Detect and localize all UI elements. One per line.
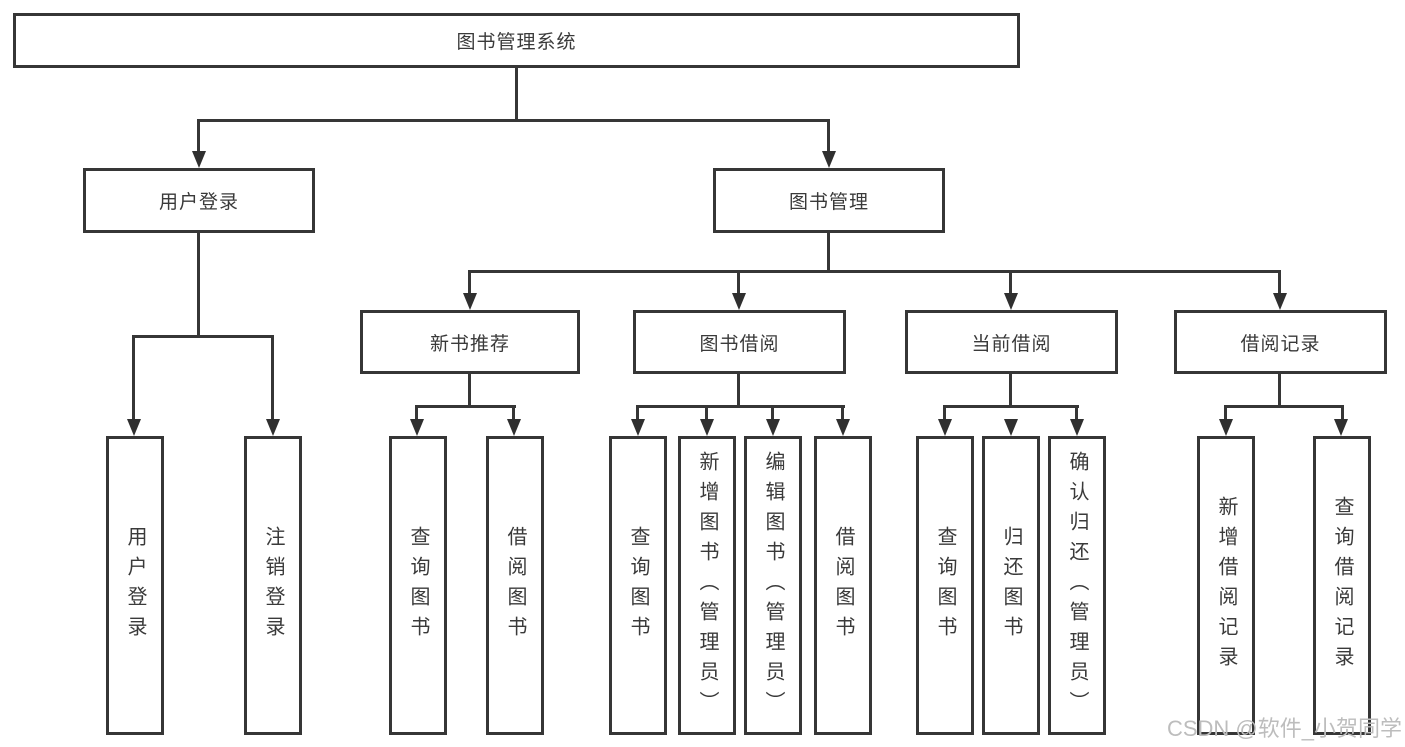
leaf-label: 新增图书（管理员） <box>696 450 718 721</box>
connector-line <box>415 405 516 408</box>
node-user-login: 用户登录 <box>83 168 315 233</box>
connector-line <box>1009 270 1012 297</box>
connector-line <box>132 335 274 338</box>
connector-line <box>197 231 200 338</box>
connector-line <box>1278 270 1281 297</box>
leaf-label: 查询图书 <box>407 525 429 646</box>
connector-arrow <box>700 419 714 436</box>
connector-arrow <box>1334 419 1348 436</box>
leaf-edit-books-admin: 编辑图书（管理员） <box>744 436 802 735</box>
leaf-user-login: 用户登录 <box>106 436 164 735</box>
connector-arrow <box>1273 293 1287 310</box>
connector-line <box>1224 405 1227 425</box>
leaf-borrow-books-borrowing: 借阅图书 <box>814 436 872 735</box>
connector-arrow <box>938 419 952 436</box>
connector-arrow <box>410 419 424 436</box>
connector-line <box>271 335 274 425</box>
leaf-confirm-return-admin: 确认归还（管理员） <box>1048 436 1106 735</box>
connector-arrow <box>631 419 645 436</box>
connector-line <box>515 67 518 122</box>
leaf-label: 查询借阅记录 <box>1331 495 1353 676</box>
connector-line <box>1009 372 1012 408</box>
node-book-borrowing: 图书借阅 <box>633 310 846 374</box>
connector-line <box>705 405 708 425</box>
watermark: CSDN @软件_小贺同学 <box>1166 716 1402 741</box>
node-library-system: 图书管理系统 <box>13 13 1020 68</box>
connector-line <box>132 335 135 425</box>
connector-line <box>943 405 946 425</box>
connector-line <box>415 405 418 425</box>
leaf-add-books-admin: 新增图书（管理员） <box>678 436 736 735</box>
connector-arrow <box>836 419 850 436</box>
connector-line <box>468 270 471 297</box>
leaf-add-borrow-record: 新增借阅记录 <box>1197 436 1255 735</box>
connector-line <box>1224 405 1344 408</box>
leaf-label: 借阅图书 <box>504 525 526 646</box>
leaf-label: 确认归还（管理员） <box>1066 450 1088 721</box>
leaf-label: 新增借阅记录 <box>1215 495 1237 676</box>
node-borrowing-records: 借阅记录 <box>1174 310 1387 374</box>
leaf-query-books-recommend: 查询图书 <box>389 436 447 735</box>
connector-line <box>827 119 830 155</box>
leaf-label: 注销登录 <box>262 525 284 646</box>
connector-line <box>841 405 844 425</box>
connector-arrow <box>127 419 141 436</box>
connector-line <box>468 270 1281 273</box>
connector-line <box>468 372 471 408</box>
connector-line <box>943 405 1079 408</box>
leaf-return-books: 归还图书 <box>982 436 1040 735</box>
connector-arrow <box>1070 419 1084 436</box>
node-current-borrowing: 当前借阅 <box>905 310 1118 374</box>
leaf-query-books-borrowing: 查询图书 <box>609 436 667 735</box>
leaf-label: 编辑图书（管理员） <box>762 450 784 721</box>
connector-line <box>1278 372 1281 408</box>
connector-line <box>737 372 740 408</box>
connector-line <box>636 405 845 408</box>
leaf-query-books-current: 查询图书 <box>916 436 974 735</box>
connector-line <box>771 405 774 425</box>
leaf-label: 查询图书 <box>934 525 956 646</box>
connector-arrow <box>1004 419 1018 436</box>
connector-line <box>197 119 200 155</box>
leaf-label: 借阅图书 <box>832 525 854 646</box>
connector-arrow <box>1219 419 1233 436</box>
leaf-logout: 注销登录 <box>244 436 302 735</box>
connector-line <box>636 405 639 425</box>
connector-arrow <box>732 293 746 310</box>
node-book-management: 图书管理 <box>713 168 945 233</box>
connector-line <box>512 405 515 425</box>
connector-arrow <box>766 419 780 436</box>
connector-line <box>827 231 830 273</box>
connector-line <box>197 119 830 122</box>
connector-arrow <box>192 151 206 168</box>
connector-line <box>1341 405 1344 425</box>
connector-line <box>1075 405 1078 425</box>
connector-arrow <box>463 293 477 310</box>
leaf-label: 查询图书 <box>627 525 649 646</box>
connector-line <box>737 270 740 297</box>
leaf-label: 用户登录 <box>124 525 146 646</box>
connector-arrow <box>507 419 521 436</box>
leaf-label: 归还图书 <box>1000 525 1022 646</box>
connector-arrow <box>822 151 836 168</box>
node-new-book-recommend: 新书推荐 <box>360 310 580 374</box>
leaf-query-borrow-record: 查询借阅记录 <box>1313 436 1371 735</box>
connector-arrow <box>1004 293 1018 310</box>
leaf-borrow-books-recommend: 借阅图书 <box>486 436 544 735</box>
connector-arrow <box>266 419 280 436</box>
